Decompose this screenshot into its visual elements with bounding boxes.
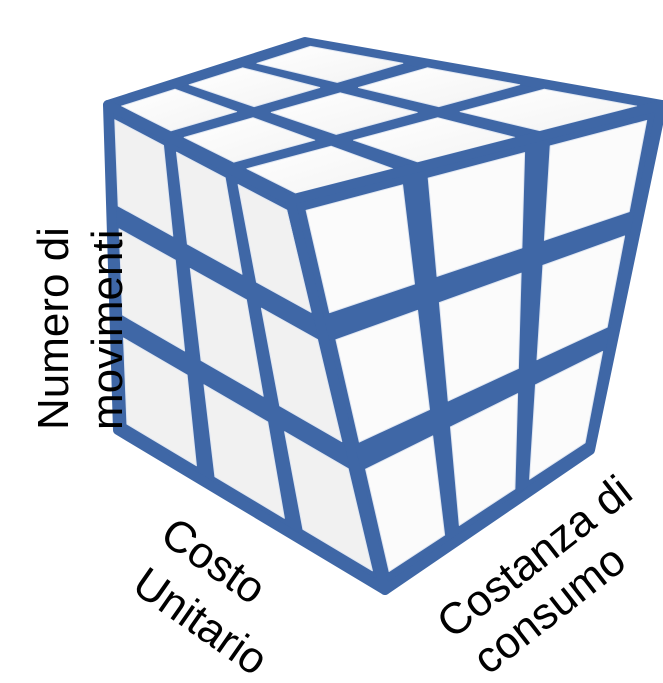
top-sticker [270,92,418,135]
axis-label-numero-di: Numero di [29,227,78,430]
axis-label-movimenti: movimenti [83,230,132,431]
top-sticker [353,117,516,163]
right-sticker [335,309,430,443]
right-sticker [450,393,519,526]
top-sticker [459,88,638,132]
right-sticker [543,120,648,241]
left-sticker [284,431,373,572]
left-sticker [123,337,197,467]
left-sticker [260,307,343,443]
top-sticker [183,117,316,163]
top-sticker [188,67,321,108]
cube-top-face [103,37,663,205]
right-sticker [536,235,626,361]
rubiks-cube-icon [103,37,663,595]
left-sticker [237,184,312,313]
right-sticker [427,152,526,277]
right-sticker [365,435,446,572]
left-sticker [118,228,186,352]
left-sticker [203,384,285,519]
right-sticker [438,272,522,402]
cube-right-face [285,100,663,595]
left-sticker [114,119,174,237]
right-sticker [529,351,604,480]
top-sticker [358,67,521,108]
right-sticker [305,184,415,314]
left-sticker [176,151,243,275]
top-sticker [256,45,404,83]
top-sticker [121,88,238,132]
left-sticker [189,268,264,397]
